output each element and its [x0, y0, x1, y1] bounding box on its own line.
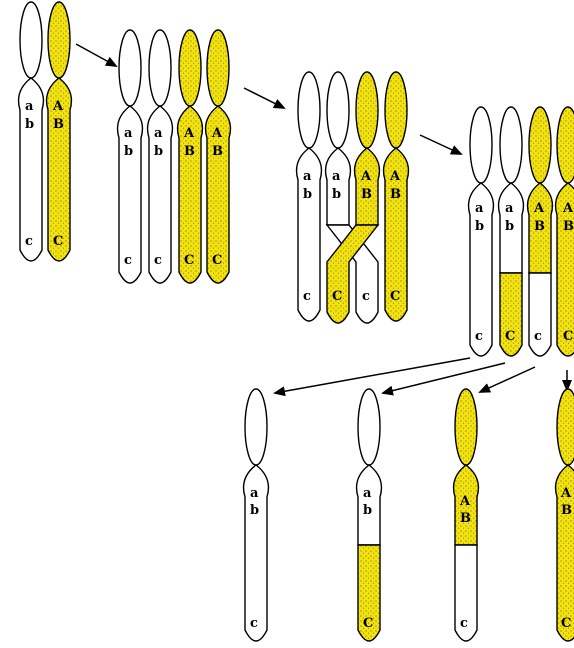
gene-label: c: [460, 616, 468, 631]
gene-label: A: [533, 201, 545, 216]
gene-label: c: [475, 329, 483, 344]
product-parental-white: a b c: [244, 389, 269, 641]
gene-label: B: [534, 219, 545, 234]
yellow-chromosome: A B C: [47, 2, 72, 261]
product-recombinant-2: A B c: [454, 389, 479, 641]
gene-label: B: [184, 144, 195, 159]
gene-label: a: [475, 201, 484, 216]
recombinant-chromatid-1: a b C: [499, 107, 524, 356]
yellow-chromatid-1: A B C: [178, 30, 203, 283]
gene-label: b: [303, 187, 312, 202]
gene-label: b: [332, 187, 341, 202]
gene-label: c: [303, 289, 311, 304]
gene-label: B: [563, 219, 574, 234]
gene-label: c: [154, 253, 162, 268]
gene-label: b: [124, 144, 133, 159]
stage-2-replicated: a b c a b c A B C A B C: [118, 30, 231, 283]
gene-label: a: [505, 201, 514, 216]
gene-label: C: [563, 329, 573, 344]
gene-label: C: [332, 289, 342, 304]
yellow-chromatid-1: A B C: [556, 107, 574, 356]
gene-label: B: [460, 511, 471, 526]
gene-label: a: [25, 99, 34, 114]
arrow-stage2-to-stage3: [244, 88, 284, 108]
stage-3-crossing-over: a b c a b c A B C A B C: [297, 72, 409, 323]
gene-label: c: [124, 253, 132, 268]
gene-label: B: [212, 144, 223, 159]
gene-label: a: [303, 169, 312, 184]
gene-label: A: [459, 494, 471, 509]
white-chromatid-1: a b c: [297, 72, 322, 321]
gene-label: C: [184, 253, 194, 268]
arrow-stage1-to-stage2: [76, 44, 116, 66]
gene-label: B: [561, 503, 572, 518]
product-recombinant-1: a b C: [357, 389, 382, 641]
gene-label: C: [505, 329, 515, 344]
gene-label: c: [25, 234, 33, 249]
arrow-to-product-1: [275, 358, 470, 393]
stage-1-homologous-pair: a b c A B C: [19, 2, 72, 261]
stage-5-products: a b c a b C A B c A B C: [244, 389, 574, 641]
gene-label: a: [332, 169, 341, 184]
white-chromatid-1: a b c: [118, 30, 143, 283]
gene-label: A: [211, 126, 223, 141]
gene-label: A: [389, 169, 401, 184]
gene-label: A: [360, 169, 372, 184]
yellow-chromatid-2: A B C: [206, 30, 231, 283]
gene-label: a: [154, 126, 163, 141]
gene-label: c: [534, 329, 542, 344]
gene-label: C: [561, 616, 571, 631]
gene-label: C: [363, 616, 373, 631]
gene-label: b: [475, 219, 484, 234]
gene-label: a: [250, 486, 259, 501]
gene-label: A: [183, 126, 195, 141]
gene-label: b: [154, 144, 163, 159]
gene-label: b: [25, 117, 34, 132]
gene-label: B: [390, 187, 401, 202]
gene-label: A: [562, 201, 574, 216]
arrow-to-product-3: [480, 367, 535, 392]
gene-label: B: [53, 117, 64, 132]
gene-label: c: [362, 289, 370, 304]
product-parental-yellow: A B C: [556, 389, 574, 641]
white-chromosome: a b c: [19, 2, 44, 261]
gene-label: b: [505, 219, 514, 234]
recombinant-chromatid-2: A B c: [528, 107, 553, 356]
white-chromatid-2: a b c: [148, 30, 173, 283]
gene-label: B: [361, 187, 372, 202]
white-chromatid-1: a b c: [469, 107, 494, 356]
gene-label: A: [560, 486, 572, 501]
gene-label: C: [53, 234, 63, 249]
gene-label: c: [250, 616, 258, 631]
gene-label: A: [52, 99, 64, 114]
gene-label: C: [212, 253, 222, 268]
stage-4-after-exchange: a b c a b C A B c A B C: [469, 107, 574, 356]
arrow-stage3-to-stage4: [420, 135, 461, 154]
gene-label: a: [363, 486, 372, 501]
gene-label: b: [250, 503, 259, 518]
gene-label: b: [363, 503, 372, 518]
gene-label: a: [124, 126, 133, 141]
gene-label: C: [390, 289, 400, 304]
yellow-chromatid-2: A B C: [384, 72, 409, 321]
